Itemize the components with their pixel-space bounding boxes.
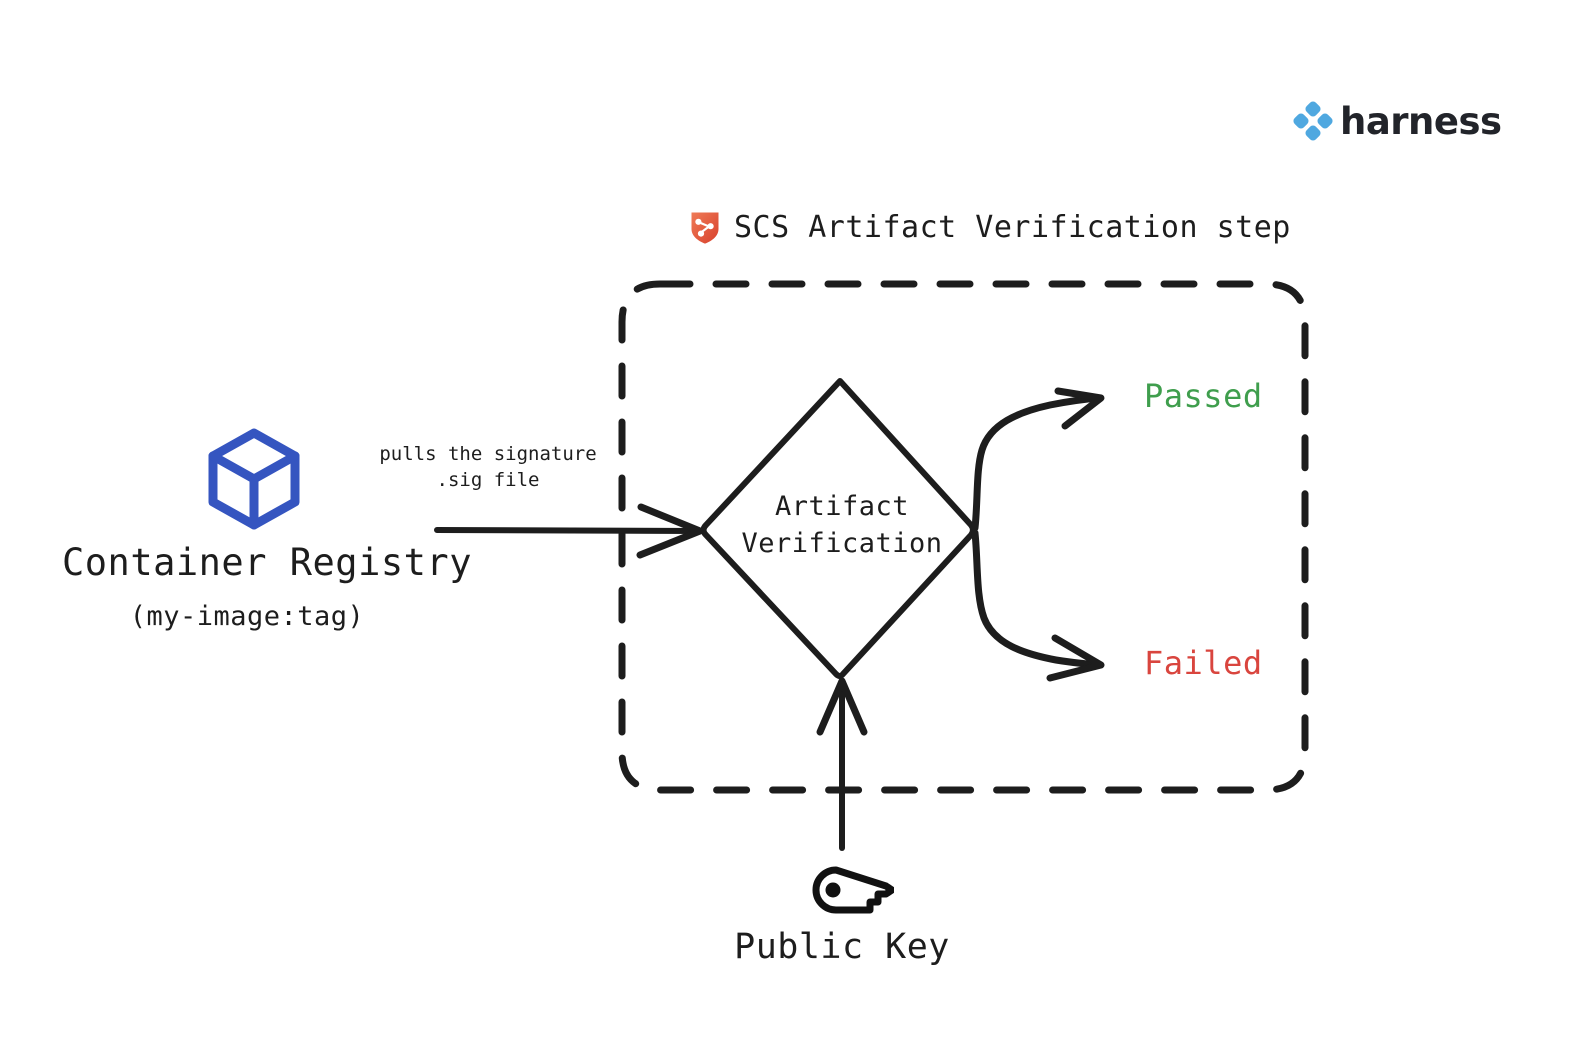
harness-diamond-logo-icon xyxy=(1293,101,1333,141)
harness-wordmark: harness xyxy=(1340,99,1502,143)
key-icon xyxy=(812,866,894,914)
outcome-passed-label: Passed xyxy=(1144,377,1263,415)
arrow-verification-to-failed xyxy=(971,529,1105,682)
arrow-registry-to-verification xyxy=(434,503,704,559)
scs-step-title: SCS Artifact Verification step xyxy=(734,210,1291,245)
container-registry-sublabel: (my-image:tag) xyxy=(129,601,365,632)
container-cube-icon xyxy=(208,428,300,530)
harness-logo: harness xyxy=(1292,100,1502,142)
scs-step-title-row: SCS Artifact Verification step xyxy=(690,210,1291,245)
scs-shield-icon xyxy=(691,212,719,244)
pull-note-line1: pulls the signature xyxy=(379,443,597,465)
artifact-verification-label: Artifact Verification xyxy=(700,488,984,562)
public-key-label: Public Key xyxy=(734,927,950,967)
step-boundary-dashed-box xyxy=(618,280,1309,794)
arrow-verification-to-passed xyxy=(971,387,1105,532)
outcome-failed-label: Failed xyxy=(1144,644,1263,682)
artifact-verification-label-line2: Verification xyxy=(741,528,943,559)
arrow-publickey-to-verification xyxy=(816,677,868,851)
container-registry-label: Container Registry xyxy=(62,541,472,584)
pull-signature-note: pulls the signature .sig file xyxy=(370,441,606,493)
pull-note-line2: .sig file xyxy=(436,469,540,491)
artifact-verification-label-line1: Artifact xyxy=(774,491,910,522)
